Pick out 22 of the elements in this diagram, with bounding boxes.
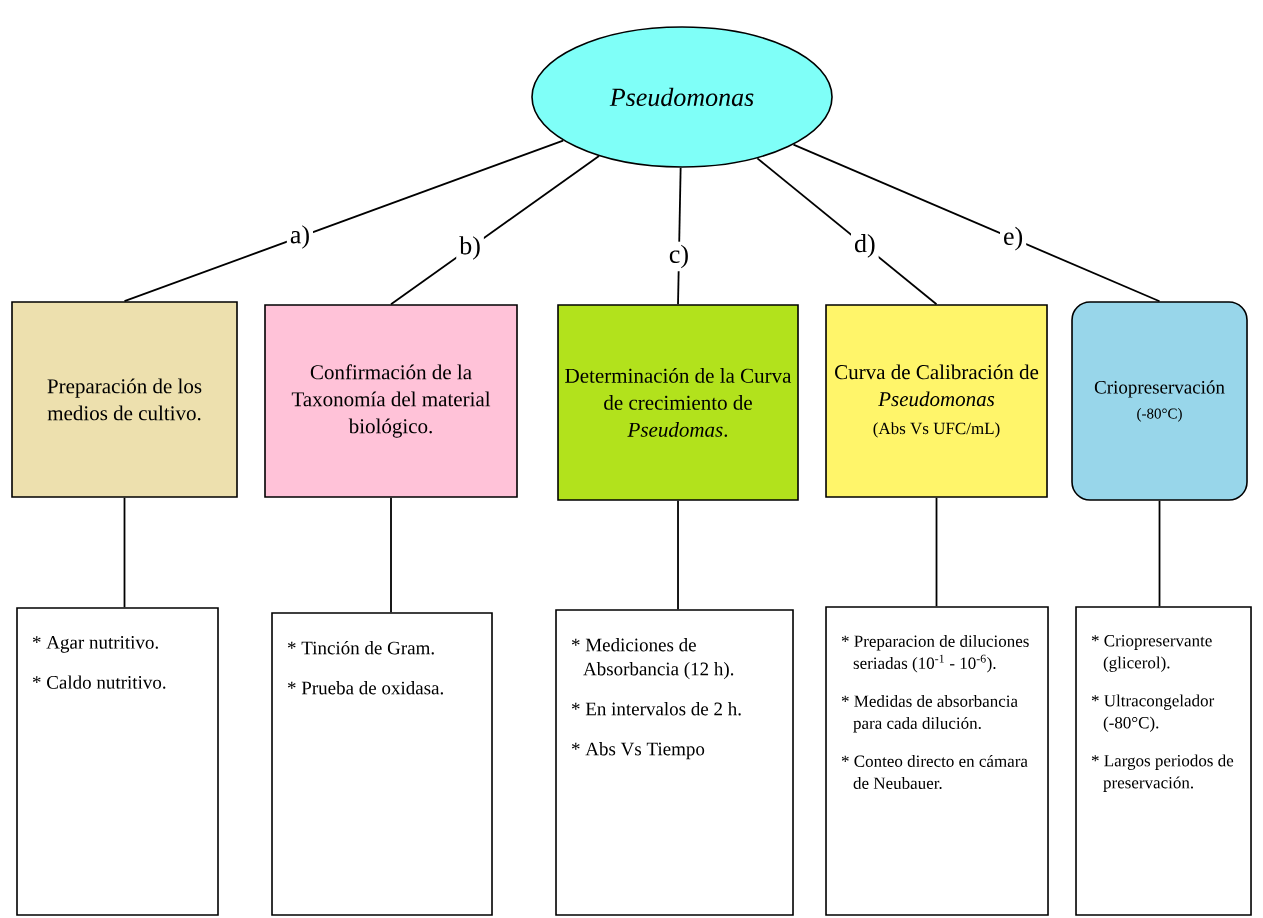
connector-line (677, 499, 679, 611)
category-box: Confirmación de la Taxonomía del material biológico. (264, 304, 518, 498)
detail-box: * Criopreservante (glicerol). * Ultracongelador (-80°C). * Largos periodos de preservación. (1075, 606, 1252, 916)
connector-line (390, 496, 392, 614)
connector-line (792, 143, 1161, 303)
detail-box: * Agar nutritivo. * Caldo nutritivo. (16, 607, 219, 916)
category-box: Curva de Calibración de Pseudomonas (Abs Vs UFC/mL) (825, 304, 1048, 498)
connector-line (935, 496, 938, 608)
category-box: Criopreservación (-80°C) (1071, 301, 1248, 501)
edge-label: c) (665, 241, 693, 272)
connector-line (123, 496, 126, 609)
connector-line (1158, 499, 1161, 608)
edge-label: b) (456, 233, 484, 263)
detail-box: * Tinción de Gram. * Prueba de oxidasa. (271, 612, 493, 916)
category-box: Determinación de la Curva de crecimiento de Pseudomas. (557, 304, 799, 501)
edge-label: a) (286, 222, 314, 252)
connector-line (123, 139, 564, 303)
edge-label: e) (1000, 223, 1027, 254)
edge-label: d) (851, 231, 879, 261)
category-box: Preparación de los medios de cultivo. (11, 301, 238, 498)
detail-box: * Preparacion de diluciones seriadas (10$^{-1}$ - 10$^{-6}$). * Medidas de absorbancia para cada dilución. * Conteo directo en cámara de Neubauer. (825, 606, 1049, 916)
detail-box: * Mediciones de Absorbancia (12 h). * En intervalos de 2 h. * Abs Vs Tiempo (555, 609, 794, 916)
